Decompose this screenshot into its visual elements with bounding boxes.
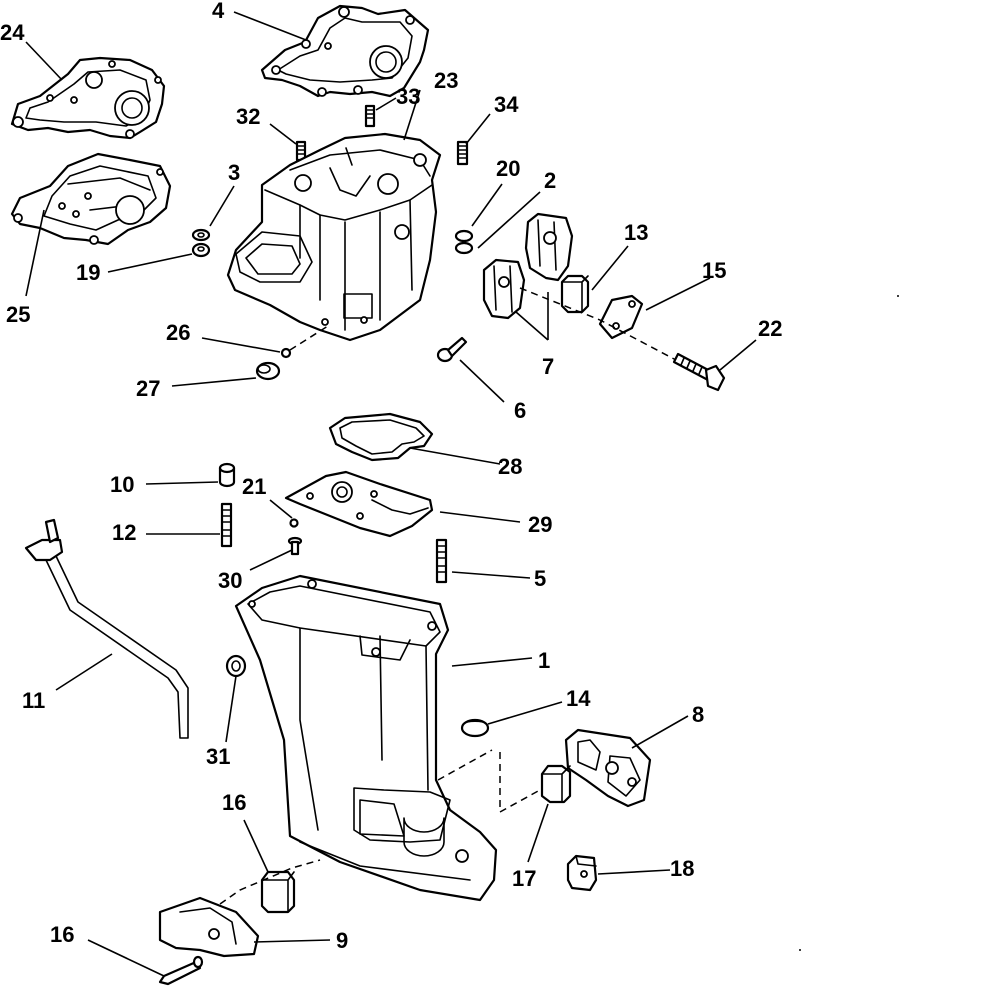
callout-16: 16 xyxy=(50,922,74,947)
part-26-plate xyxy=(284,470,434,538)
callout-29: 31 xyxy=(206,744,230,769)
part-11-water-tube xyxy=(24,518,189,739)
callout-28: 30 xyxy=(218,568,242,593)
callout-26: 29 xyxy=(528,512,552,537)
callout-24: 27 xyxy=(136,376,160,401)
callout-31: 25 xyxy=(6,302,30,327)
part-17-rubber-mount-right xyxy=(540,764,572,804)
speck xyxy=(897,295,899,297)
callout-20: 21 xyxy=(242,474,266,499)
callout-15: 15 xyxy=(702,258,726,283)
part-25-o-ring xyxy=(280,347,292,359)
callout-8: 8 xyxy=(692,702,704,727)
part-20-o-ring xyxy=(289,518,299,528)
part-15-retainer xyxy=(598,294,644,340)
part-2-mount-bracket xyxy=(524,212,574,282)
part-29-grommet xyxy=(225,654,247,678)
callout-19: 19 xyxy=(76,260,100,285)
callout-34: 34 xyxy=(494,92,519,117)
part-34-stud xyxy=(456,140,469,166)
part-24-plug xyxy=(255,361,281,381)
callout-labels: 4 24 23 33 34 32 3 20 2 13 15 19 25 22 2… xyxy=(0,0,782,953)
part-10-dowel xyxy=(218,462,236,488)
part-19-nut xyxy=(191,242,211,258)
part-27-gasket xyxy=(328,412,434,462)
callout-22: 22 xyxy=(758,316,782,341)
callout-18: 18 xyxy=(670,856,694,881)
part-6-screw xyxy=(436,336,468,363)
part-31-plate xyxy=(10,152,172,246)
part-16-bolt xyxy=(158,955,204,986)
callout-21: 20 xyxy=(496,156,520,181)
callout-33: 33 xyxy=(396,84,420,109)
speck xyxy=(799,949,801,951)
part-13-rubber-mount xyxy=(560,274,590,314)
part-18-spacer xyxy=(566,854,598,892)
callout-11: 11 xyxy=(22,688,45,713)
callout-4: 4 xyxy=(212,0,225,23)
callout-14: 14 xyxy=(566,686,591,711)
callout-9: 9 xyxy=(336,928,348,953)
part-4-gasket xyxy=(260,4,430,98)
callout-6: 6 xyxy=(514,398,526,423)
part-33-stud xyxy=(364,104,376,128)
callout-17-left: 16 xyxy=(222,790,246,815)
callout-12: 12 xyxy=(112,520,136,545)
callout-5: 5 xyxy=(534,566,546,591)
callout-2: 2 xyxy=(544,168,556,193)
callout-27: 28 xyxy=(498,454,522,479)
part-22-bolt xyxy=(672,352,726,392)
part-28-screw xyxy=(287,536,303,556)
callout-25: 26 xyxy=(166,320,190,345)
callout-23: 23 xyxy=(434,68,458,93)
part-30-gasket xyxy=(10,56,166,140)
callout-32: 32 xyxy=(236,104,260,129)
part-7-mount-bracket xyxy=(482,258,526,320)
part-14-plug xyxy=(460,718,490,738)
leader-lines xyxy=(25,11,757,977)
callout-7: 7 xyxy=(542,354,554,379)
part-3-washer xyxy=(191,228,211,242)
callout-17-right: 17 xyxy=(512,866,536,891)
part-23-upper-housing xyxy=(226,132,442,342)
callout-30: 24 xyxy=(0,20,25,45)
callout-10: 10 xyxy=(110,472,134,497)
part-21-washer xyxy=(454,229,474,255)
part-17-rubber-mount-left xyxy=(260,870,296,914)
part-1-exhaust-housing xyxy=(234,574,498,902)
part-5-stud xyxy=(435,538,448,584)
callout-1: 1 xyxy=(538,648,550,673)
callout-13: 13 xyxy=(624,220,648,245)
part-9-mount-cover xyxy=(158,896,260,958)
part-12-stud xyxy=(220,502,233,548)
callout-3: 3 xyxy=(228,160,240,185)
part-8-mount-bracket xyxy=(564,728,652,808)
